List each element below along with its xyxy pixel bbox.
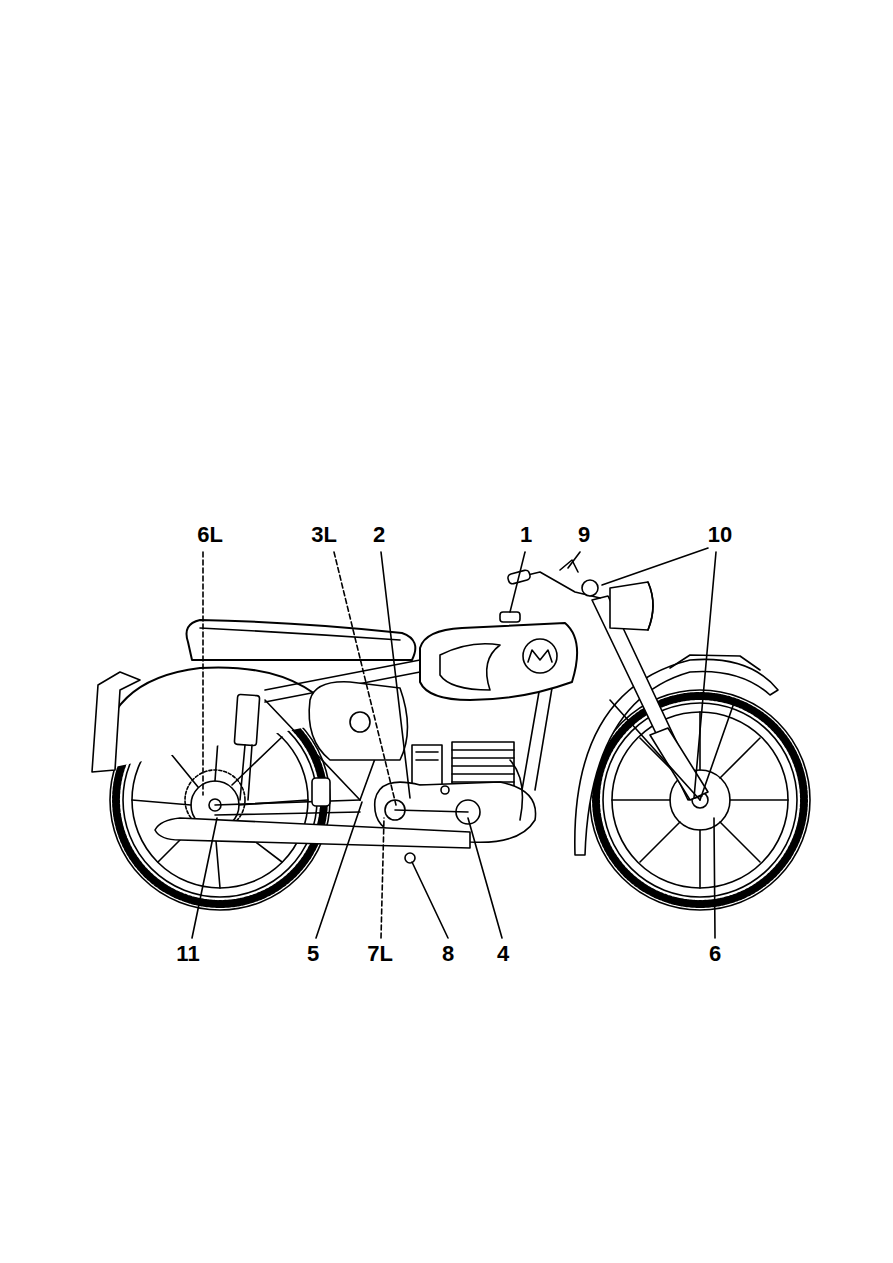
headlamp [610, 582, 653, 630]
callout-number: 8 [440, 942, 456, 966]
callout-number: 6L [195, 523, 225, 547]
side-cover [309, 682, 407, 760]
seat [187, 620, 416, 660]
fender-tip [670, 655, 760, 670]
callout-number: 11 [174, 942, 201, 966]
exhaust-pipe [155, 818, 470, 848]
rear-shock [234, 694, 259, 800]
callout-number: 2 [371, 523, 387, 547]
footpeg [312, 778, 330, 806]
tank-badge-mark [528, 650, 552, 662]
front-fender [575, 659, 778, 855]
callout-number: 4 [495, 942, 511, 966]
filler-cap [500, 612, 520, 622]
fuel-tank [420, 623, 577, 700]
callout-number: 6 [707, 942, 723, 966]
callout-number: 3L [309, 523, 339, 547]
callout-number: 9 [576, 523, 592, 547]
tank-badge [523, 639, 557, 673]
callout-number: 1 [518, 523, 534, 547]
engine [375, 742, 536, 842]
headlamp-rim [648, 582, 653, 630]
callout-number: 5 [305, 942, 321, 966]
seat-seam [200, 628, 400, 640]
side-badge [350, 712, 370, 732]
tank-panel [440, 644, 500, 690]
stand-pivot [405, 853, 415, 863]
number-plate [92, 672, 140, 772]
callout-number: 7L [365, 942, 395, 966]
leader-lines [192, 548, 716, 938]
callout-number: 10 [706, 523, 734, 547]
